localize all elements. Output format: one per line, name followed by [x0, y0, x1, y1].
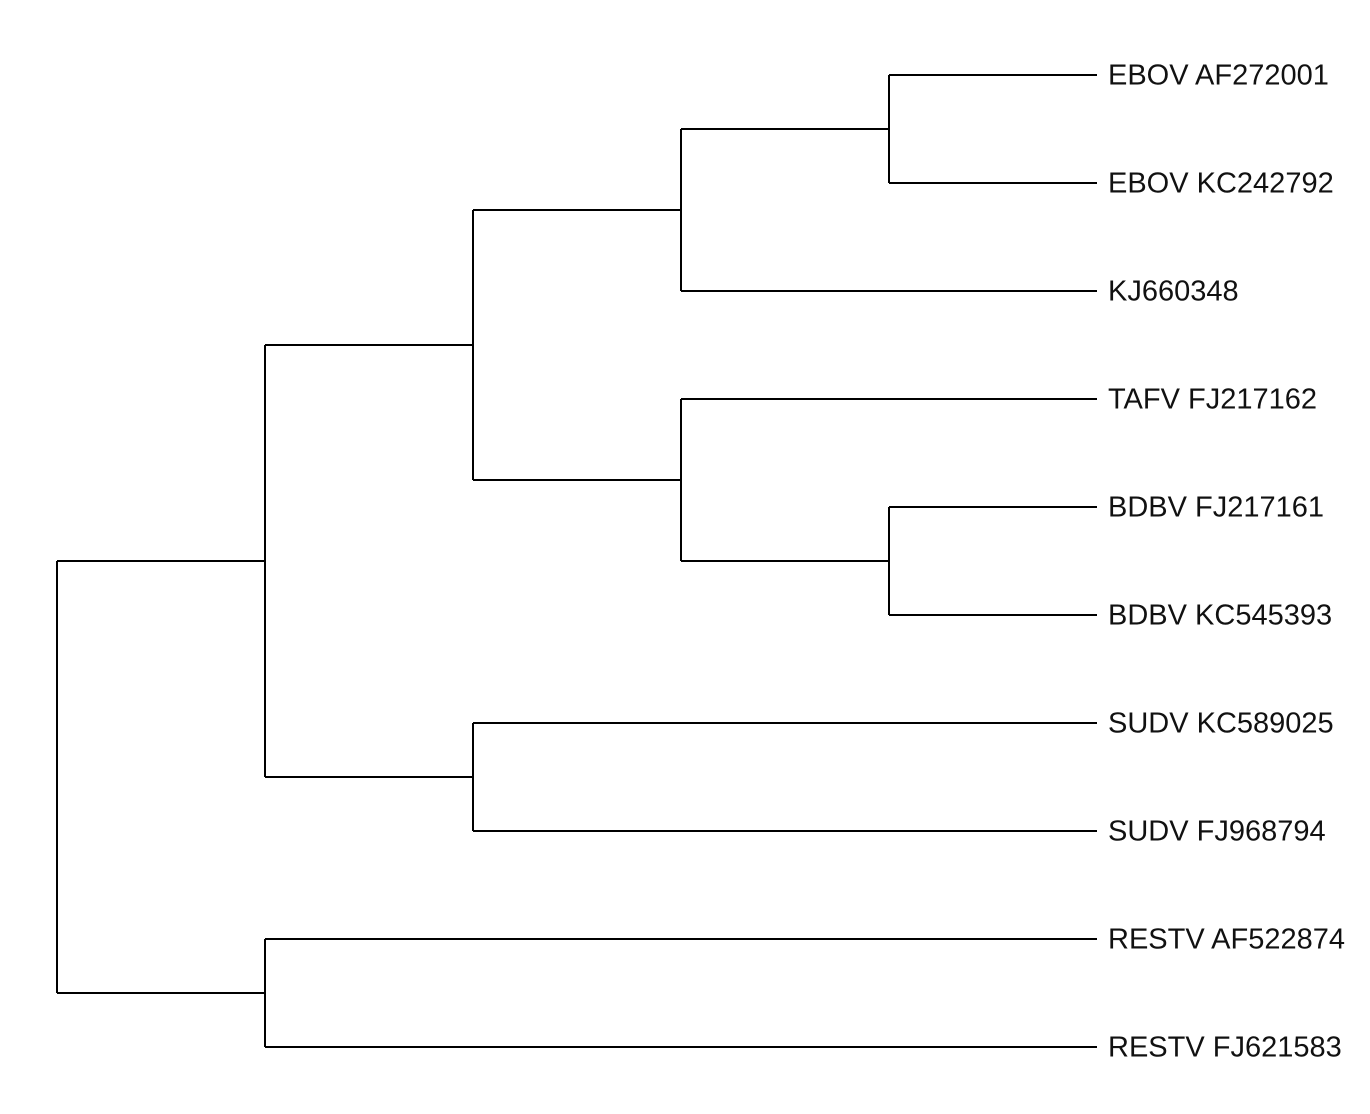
- leaf-label: BDBV KC545393: [1108, 600, 1332, 632]
- leaf-label: SUDV FJ968794: [1108, 816, 1326, 848]
- leaf-label: BDBV FJ217161: [1108, 492, 1324, 524]
- leaf-label: SUDV KC589025: [1108, 708, 1334, 740]
- tree-branches: [56, 74, 1097, 1048]
- leaf-label: TAFV FJ217162: [1108, 384, 1317, 416]
- leaf-label: RESTV AF522874: [1108, 924, 1345, 956]
- leaf-label: EBOV AF272001: [1108, 60, 1329, 92]
- leaf-label: KJ660348: [1108, 276, 1239, 308]
- leaf-label: EBOV KC242792: [1108, 168, 1334, 200]
- leaf-label: RESTV FJ621583: [1108, 1032, 1342, 1064]
